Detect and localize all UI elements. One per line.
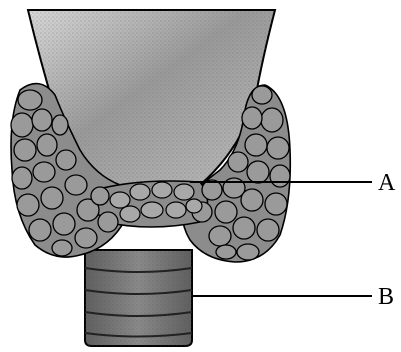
label-b: B: [378, 284, 394, 310]
trachea: [85, 250, 192, 346]
label-a: A: [378, 170, 396, 196]
